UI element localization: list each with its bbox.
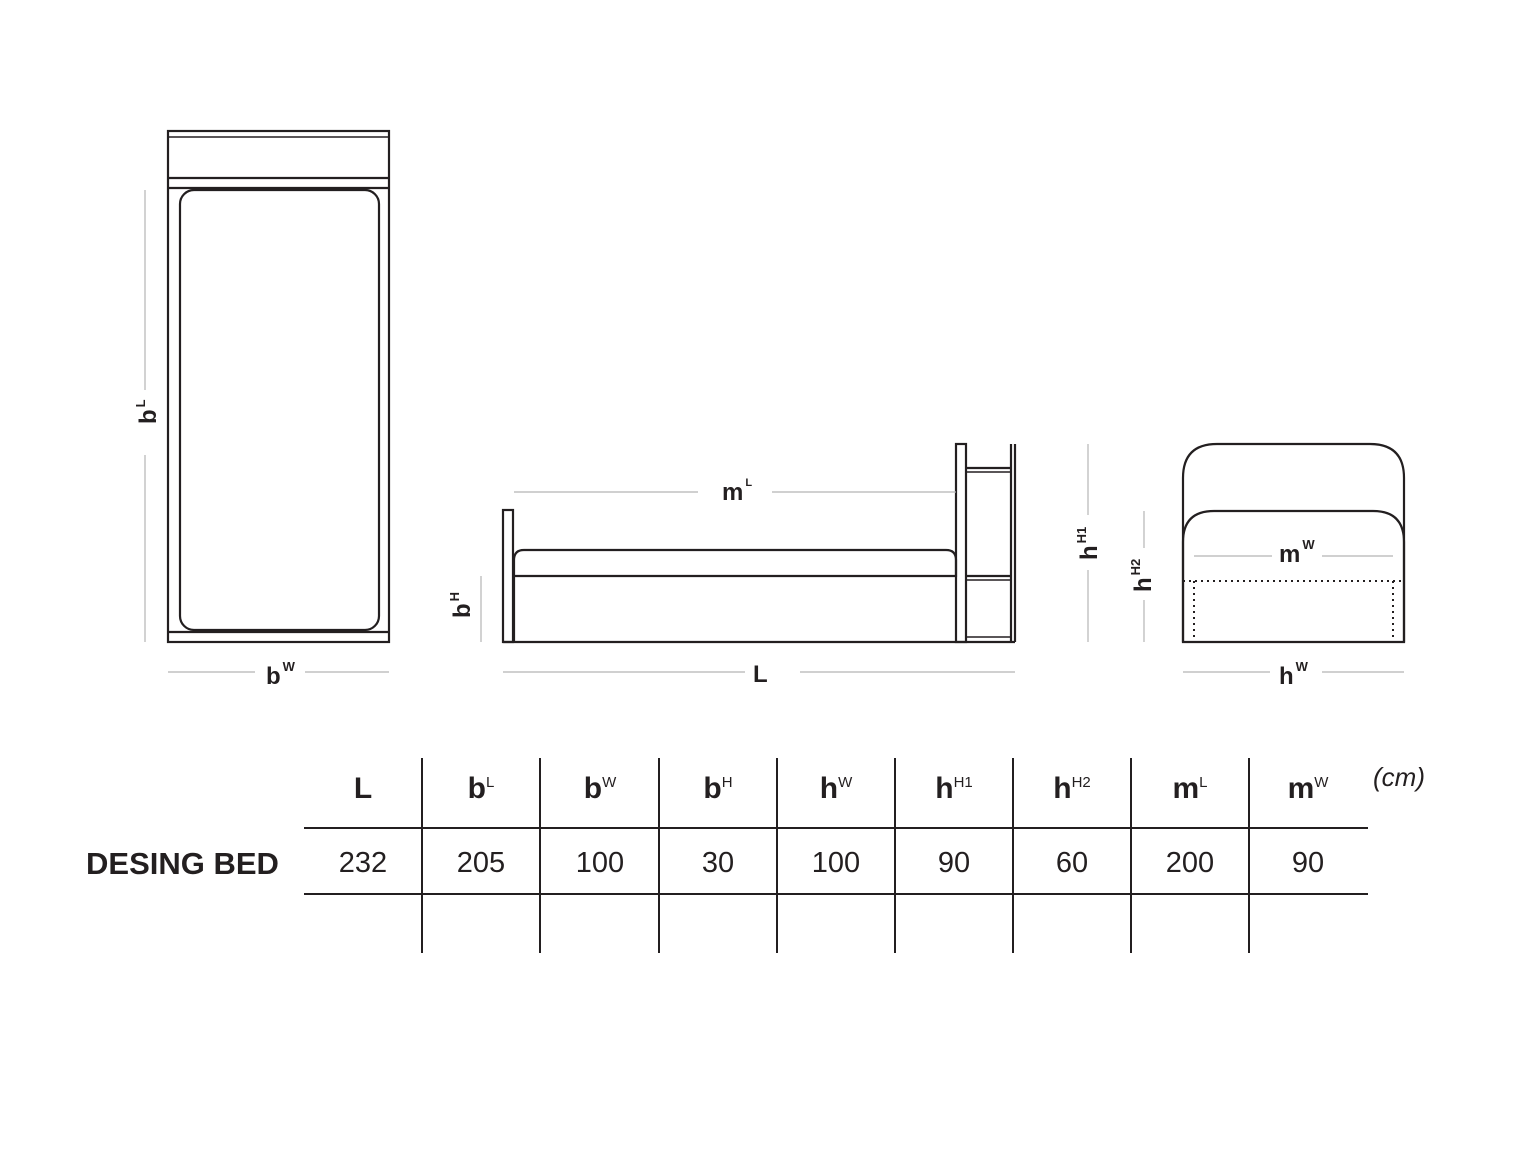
svg-text:mL: mL [722, 477, 752, 506]
table-cell: 90 [938, 847, 970, 879]
row-label: DESING BED [86, 846, 279, 881]
header-cell-sup: H1 [954, 774, 973, 791]
table-cell: 60 [1056, 847, 1088, 879]
top-view-frame [166, 129, 391, 644]
header-cell: m [1172, 772, 1199, 805]
svg-text:hW: hW [1279, 659, 1309, 690]
top-view [166, 129, 391, 644]
svg-text:bW: bW [266, 659, 296, 690]
dim-h-H1-sup: H1 [1074, 527, 1089, 544]
dim-m-L-base: m [722, 479, 743, 506]
dim-h-W-sup: W [1296, 659, 1309, 674]
side-view-headboard-post [954, 442, 968, 644]
top-view-mattress [178, 188, 381, 632]
header-cell-sup: L [1199, 774, 1207, 791]
table-cell: 200 [1166, 847, 1214, 879]
svg-text:hH1: hH1 [1074, 527, 1103, 560]
side-view-footboard-post [501, 508, 515, 644]
header-cell-sup: W [1314, 774, 1329, 791]
svg-text:mW: mW [1288, 772, 1330, 805]
front-view-frame-hidden [1183, 580, 1404, 642]
svg-text:bL: bL [133, 399, 162, 424]
header-cell: b [703, 772, 721, 805]
dimension-L: L [503, 661, 1015, 688]
dim-b-W-sup: W [283, 659, 296, 674]
svg-text:hH2: hH2 [1053, 772, 1091, 805]
dimension-table: L bL bW bH hW hH1 hH2 mL mW (cm) DESING … [86, 758, 1425, 953]
svg-text:L: L [753, 661, 768, 688]
header-cell: b [584, 772, 602, 805]
dim-b-L-sup: L [133, 399, 148, 407]
header-cell: h [935, 772, 953, 805]
dim-b-H-sup: H [447, 592, 462, 601]
header-cell-sup: H2 [1072, 774, 1091, 791]
dimension-b-H: bH [447, 576, 482, 642]
table-data-row: 232 205 100 30 100 90 60 200 90 [339, 847, 1324, 879]
svg-text:hH2: hH2 [1128, 559, 1157, 592]
front-view-headboard [1181, 442, 1406, 644]
header-cell-sup: L [486, 774, 494, 791]
svg-text:bW: bW [584, 772, 617, 805]
front-view [1181, 442, 1406, 644]
header-cell: L [354, 772, 372, 805]
dimension-b-L: bL [133, 190, 162, 642]
dim-h-W-base: h [1279, 663, 1294, 690]
header-cell: h [1053, 772, 1071, 805]
dimension-h-H1: hH1 [1074, 444, 1103, 642]
dimension-h-H2: hH2 [1128, 511, 1157, 642]
svg-text:hH1: hH1 [935, 772, 973, 805]
dim-b-H-base: b [449, 603, 476, 618]
table-cell: 232 [339, 847, 387, 879]
table-cell: 90 [1292, 847, 1324, 879]
svg-text:bH: bH [447, 592, 476, 618]
dim-L-base: L [753, 661, 768, 688]
side-view [501, 442, 1017, 644]
table-cell: 205 [457, 847, 505, 879]
svg-text:hW: hW [820, 772, 853, 805]
header-cell-sup: H [722, 774, 733, 791]
header-cell: b [468, 772, 486, 805]
table-cell: 100 [812, 847, 860, 879]
dim-m-W-base: m [1279, 541, 1300, 568]
dim-h-H2-sup: H2 [1128, 559, 1143, 576]
header-cell-sup: W [602, 774, 617, 791]
svg-text:bH: bH [703, 772, 732, 805]
dim-h-H2-base: h [1130, 577, 1157, 592]
header-cell: m [1288, 772, 1315, 805]
dim-m-W-sup: W [1302, 537, 1315, 552]
table-grid [304, 758, 1368, 953]
table-cell: 30 [702, 847, 734, 879]
table-cell: 100 [576, 847, 624, 879]
svg-text:mW: mW [1279, 537, 1315, 568]
svg-text:L: L [354, 772, 372, 805]
unit-label: (cm) [1373, 762, 1425, 792]
header-cell: h [820, 772, 838, 805]
front-view-mattress [1181, 509, 1406, 642]
dim-m-L-sup: L [745, 477, 752, 489]
dim-b-W-base: b [266, 663, 281, 690]
table-header-row: L bL bW bH hW hH1 hH2 mL mW [354, 772, 1329, 805]
side-view-mattress [512, 548, 958, 578]
dim-b-L-base: b [135, 409, 162, 424]
svg-text:bL: bL [468, 772, 495, 805]
svg-text:mL: mL [1172, 772, 1207, 805]
header-cell-sup: W [838, 774, 853, 791]
dim-h-H1-base: h [1076, 545, 1103, 560]
